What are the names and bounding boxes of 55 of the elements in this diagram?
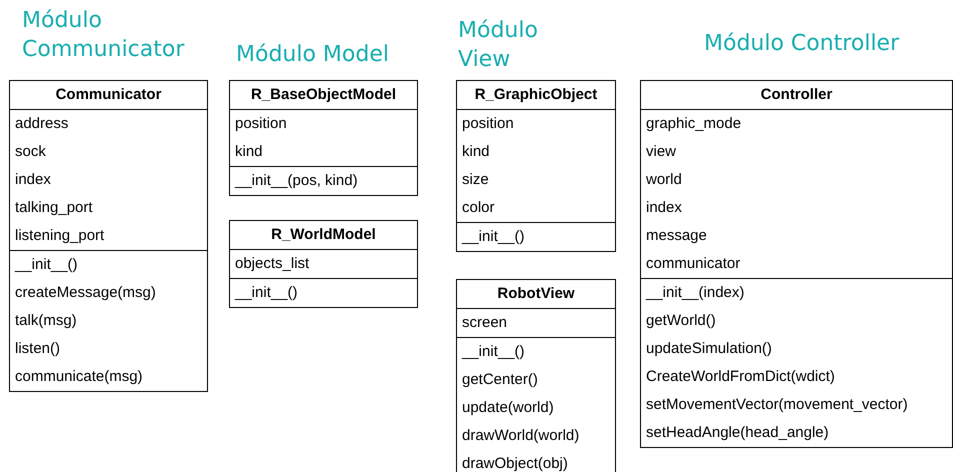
- method-text: communicate(msg): [14, 367, 144, 387]
- attribute-text: size: [461, 170, 490, 190]
- method-section: [457, 337, 615, 472]
- method-text: setHeadAngle(head_angle): [645, 423, 830, 443]
- method-text: createMessage(msg): [14, 283, 157, 303]
- method-text: __init__(): [14, 255, 79, 275]
- attribute-text: world: [645, 170, 683, 190]
- attribute-text: position: [234, 114, 288, 134]
- module-heading: Módulo View: [458, 17, 539, 74]
- class-name: R_GraphicObject: [474, 85, 598, 105]
- method-text: __init__(): [460, 227, 526, 247]
- attribute-text: communicator: [645, 254, 742, 274]
- attribute-text: index: [645, 198, 683, 218]
- class-box: [640, 80, 953, 448]
- class-box: [229, 220, 418, 308]
- class-name: R_BaseObjectModel: [250, 85, 398, 105]
- method-text: update(world): [461, 398, 555, 418]
- class-name: RobotView: [496, 284, 576, 304]
- method-text: __init__(index): [644, 283, 746, 303]
- attribute-text: talking_port: [14, 198, 94, 218]
- class-box: [456, 279, 616, 472]
- method-text: __init__(): [234, 283, 299, 303]
- method-text: __init__(pos, kind): [234, 171, 359, 191]
- method-text: CreateWorldFromDict(wdict): [645, 367, 836, 387]
- attribute-text: sock: [14, 142, 47, 162]
- attribute-text: listening_port: [14, 226, 106, 246]
- attribute-text: address: [14, 114, 70, 134]
- class-name: R_WorldModel: [270, 225, 377, 245]
- module-heading: Módulo Controller: [704, 30, 900, 58]
- attribute-text: kind: [461, 142, 491, 162]
- method-text: getCenter(): [461, 370, 539, 390]
- method-text: drawWorld(world): [461, 426, 580, 446]
- attribute-text: position: [461, 114, 515, 134]
- attribute-text: screen: [461, 313, 508, 333]
- class-box: [9, 80, 208, 392]
- attribute-text: kind: [234, 142, 264, 162]
- class-name: Communicator: [54, 85, 162, 105]
- method-text: __init__(): [460, 342, 526, 362]
- method-text: listen(): [14, 339, 62, 359]
- module-heading: Módulo Model: [236, 41, 390, 69]
- attribute-text: view: [645, 142, 678, 162]
- class-box: [229, 80, 418, 196]
- attribute-text: objects_list: [234, 254, 310, 274]
- attribute-text: index: [14, 170, 52, 190]
- method-text: setMovementVector(movement_vector): [645, 395, 909, 415]
- module-heading: Módulo Communicator: [22, 7, 186, 64]
- class-box: [456, 80, 616, 252]
- attribute-text: color: [461, 198, 496, 218]
- method-text: getWorld(): [645, 311, 717, 331]
- method-text: updateSimulation(): [645, 339, 773, 359]
- attribute-text: message: [645, 226, 708, 246]
- attribute-text: graphic_mode: [645, 114, 742, 134]
- method-text: drawObject(obj): [461, 454, 569, 472]
- class-name: Controller: [760, 85, 834, 105]
- method-text: talk(msg): [14, 311, 78, 331]
